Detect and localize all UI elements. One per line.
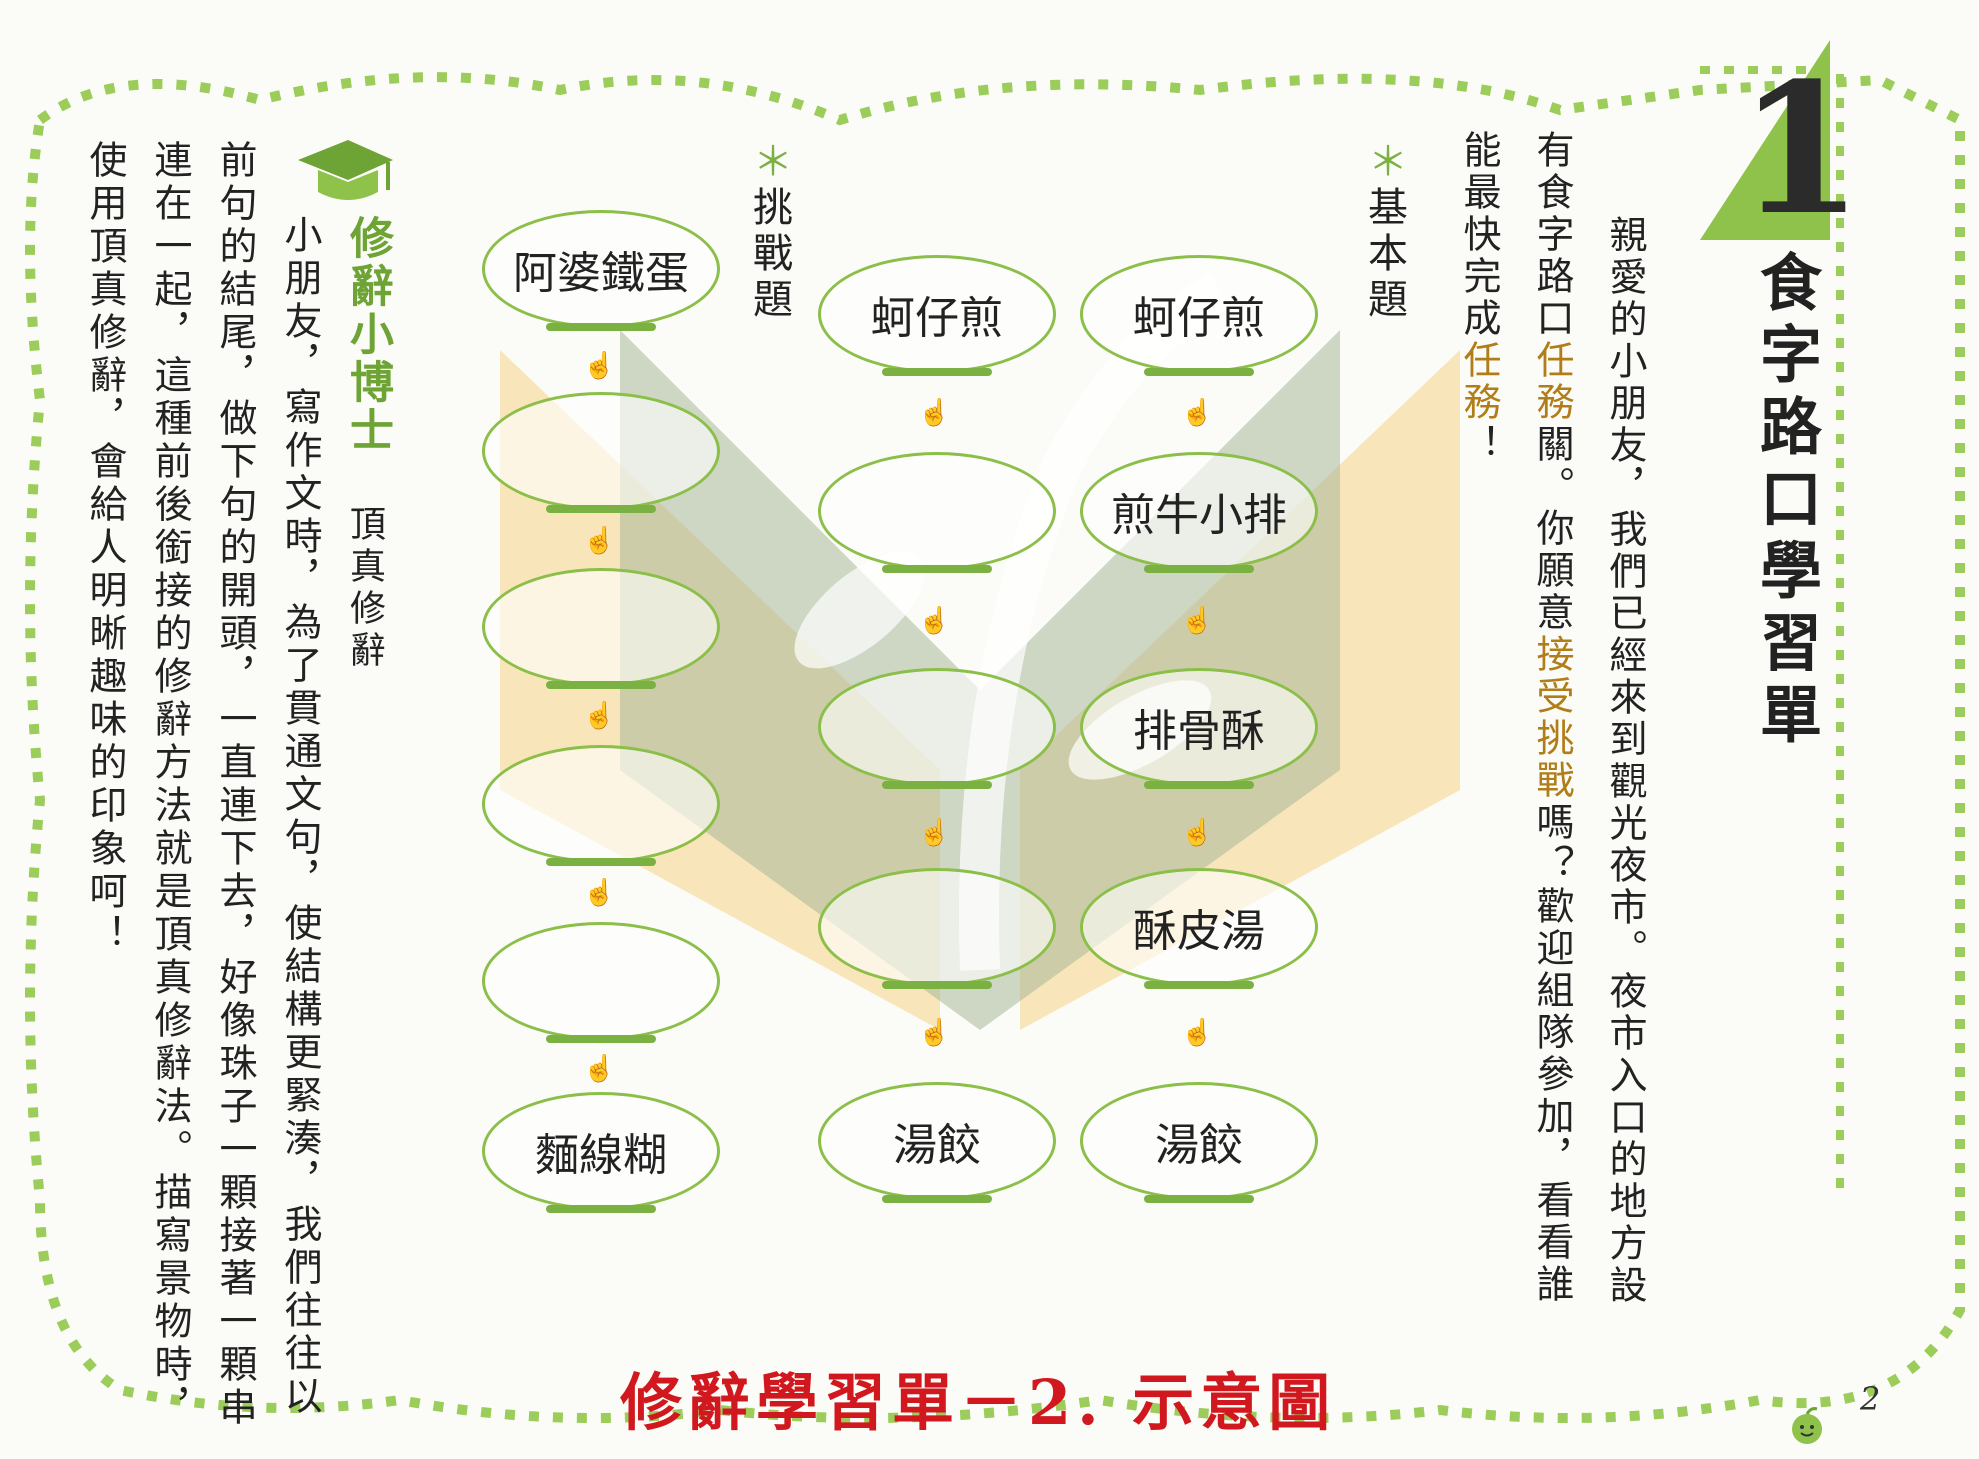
tip-line-1: 小朋友，寫作文時，為了貫通文句，使結構更緊湊，我們往往以 <box>278 215 322 1419</box>
highlight-word: 任務 <box>1457 340 1501 424</box>
basic-word-3: 排骨酥 <box>1080 668 1318 789</box>
pointing-hand-icon: ☝ <box>918 818 951 848</box>
highlight-word: 任務 <box>1530 340 1574 424</box>
page-number: 2 <box>1860 1380 1881 1418</box>
basic-answer-blank[interactable] <box>818 668 1056 789</box>
basic-word-2: 煎牛小排 <box>1080 452 1318 573</box>
basic-word-5: 湯餃 <box>1080 1082 1318 1203</box>
basic-answer-blank[interactable] <box>818 868 1056 989</box>
page-title: 食字路口學習單 <box>1749 250 1822 754</box>
basic-answer-blank[interactable] <box>818 452 1056 573</box>
pointing-hand-icon: ☝ <box>583 526 616 556</box>
tip-line-4: 使用頂真修辭，會給人明晰趣味的印象呵！ <box>83 140 127 957</box>
pointing-hand-icon: ☝ <box>583 1054 616 1084</box>
challenge-heading-text: 挑戰題 <box>746 186 792 324</box>
basic-heading-text: 基本題 <box>1361 186 1407 324</box>
challenge-answer-blank[interactable] <box>482 568 720 689</box>
challenge-answer-blank[interactable] <box>482 922 720 1043</box>
intro-line-1: 親愛的小朋友，我們已經來到觀光夜市。夜市入口的地方設 <box>1603 215 1647 1307</box>
pointing-hand-icon: ☝ <box>918 606 951 636</box>
pointing-hand-icon: ☝ <box>583 351 616 381</box>
intro-line-2: 有食字路口任務關。你願意接受挑戰嗎？歡迎組隊參加，看看誰 <box>1530 130 1574 1306</box>
pointing-hand-icon: ☝ <box>583 701 616 731</box>
basic-word-4: 酥皮湯 <box>1080 868 1318 989</box>
basic-answer-1: 蚵仔煎 <box>818 255 1056 376</box>
tip-line-3: 連在一起，這種前後銜接的修辭方法就是頂真修辭法。描寫景物時， <box>148 140 192 1430</box>
tip-line-2: 前句的結尾，做下句的開頭，一直連下去，好像珠子一顆接著一顆串 <box>213 140 257 1430</box>
basic-heading: ＊基本題 <box>1355 140 1413 324</box>
pointing-hand-icon: ☝ <box>1181 818 1214 848</box>
lesson-number: 1 <box>1738 44 1864 255</box>
graduation-cap-icon <box>288 130 398 210</box>
tip-heading: 修辭小博士 <box>342 215 393 455</box>
figure-caption: 修辭學習單－2. 示意圖 <box>620 1366 1337 1439</box>
challenge-answer-blank[interactable] <box>482 392 720 513</box>
intro-line-3: 能最快完成任務！ <box>1457 130 1501 466</box>
highlight-word: 接受挑戰 <box>1530 634 1574 802</box>
asterisk-icon: ＊ <box>1361 140 1407 186</box>
basic-word-1: 蚵仔煎 <box>1080 255 1318 376</box>
smiley-fruit-icon <box>1785 1405 1829 1445</box>
challenge-heading: ＊挑戰題 <box>740 140 798 324</box>
tip-subheading: 頂真修辭 <box>344 505 385 673</box>
challenge-answer-blank[interactable] <box>482 745 720 866</box>
pointing-hand-icon: ☝ <box>1181 398 1214 428</box>
pointing-hand-icon: ☝ <box>1181 606 1214 636</box>
pointing-hand-icon: ☝ <box>918 398 951 428</box>
pointing-hand-icon: ☝ <box>1181 1018 1214 1048</box>
pointing-hand-icon: ☝ <box>918 1018 951 1048</box>
basic-answer-5: 湯餃 <box>818 1082 1056 1203</box>
asterisk-icon: ＊ <box>746 140 792 186</box>
pointing-hand-icon: ☝ <box>583 878 616 908</box>
challenge-word-1: 阿婆鐵蛋 <box>482 210 720 331</box>
challenge-word-6: 麵線糊 <box>482 1092 720 1213</box>
